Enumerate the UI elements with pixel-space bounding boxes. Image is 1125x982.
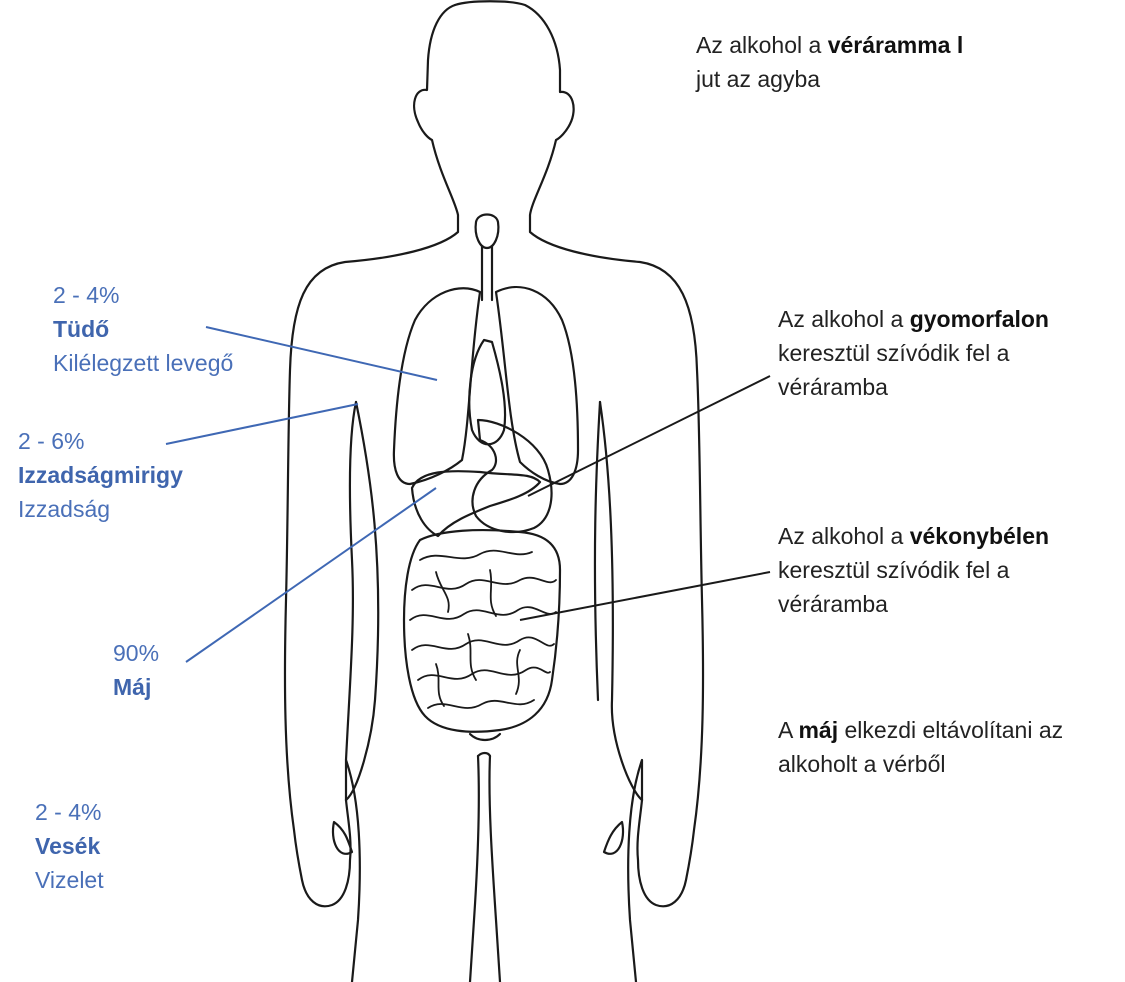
liver-pointer — [186, 488, 436, 662]
sweat-output: Izzadság — [18, 492, 183, 526]
body-outline-right — [455, 1, 703, 982]
right-lung — [496, 287, 578, 484]
stomach-note-pre: Az alkohol a — [778, 306, 910, 332]
blood-note: Az alkohol a véráramma l jut az agyba — [696, 28, 963, 96]
liver — [412, 471, 540, 536]
heart — [469, 340, 505, 444]
trachea — [476, 215, 499, 249]
liver-note: A máj elkezdi eltávolítani az alkoholt a… — [778, 713, 1063, 781]
lungs-output: Kilélegzett levegő — [53, 346, 233, 380]
stomach-note: Az alkohol a gyomorfalon keresztül szívó… — [778, 302, 1049, 404]
lungs-percent: 2 - 4% — [53, 278, 233, 312]
intestine-note-pre: Az alkohol a — [778, 523, 910, 549]
intestine-note-bold: vékonybélen — [910, 523, 1049, 549]
liver-label: 90% Máj — [113, 636, 159, 704]
blood-note-pre: Az alkohol a — [696, 32, 828, 58]
intestine-outline — [404, 530, 560, 732]
right-hand — [604, 822, 623, 854]
liver-note-pre: A — [778, 717, 798, 743]
kidneys-percent: 2 - 4% — [35, 795, 104, 829]
esophagus — [482, 246, 492, 300]
sweat-organ: Izzadságmirigy — [18, 458, 183, 492]
stomach-note-line2: keresztül szívódik fel a — [778, 336, 1049, 370]
intestine-note-line2: keresztül szívódik fel a — [778, 553, 1049, 587]
lungs-organ: Tüdő — [53, 312, 233, 346]
liver-note-line2: alkoholt a vérből — [778, 747, 1063, 781]
kidneys-output: Vizelet — [35, 863, 104, 897]
stomach-note-line3: véráramba — [778, 370, 1049, 404]
kidneys-organ: Vesék — [35, 829, 104, 863]
liver-organ: Máj — [113, 670, 159, 704]
crotch — [478, 753, 490, 756]
liver-percent: 90% — [113, 636, 159, 670]
leg-gap-2 — [489, 756, 500, 982]
blood-note-line2: jut az agyba — [696, 62, 963, 96]
liver-note-post: elkezdi eltávolítani az — [838, 717, 1063, 743]
stomach-pointer — [528, 376, 770, 496]
sweat-label: 2 - 6% Izzadságmirigy Izzadság — [18, 424, 183, 526]
sweat-pointer — [166, 404, 358, 444]
left-inner-arm-2 — [346, 402, 356, 760]
liver-note-bold: máj — [798, 717, 838, 743]
blood-note-bold: véráramma l — [828, 32, 964, 58]
stomach-note-bold: gyomorfalon — [910, 306, 1049, 332]
intestine-coils — [410, 551, 556, 708]
sweat-percent: 2 - 6% — [18, 424, 183, 458]
lungs-label: 2 - 4% Tüdő Kilélegzett levegő — [53, 278, 233, 380]
leg-gap — [470, 756, 479, 982]
kidneys-label: 2 - 4% Vesék Vizelet — [35, 795, 104, 897]
bladder — [470, 734, 500, 740]
intestine-note: Az alkohol a vékonybélen keresztül szívó… — [778, 519, 1049, 621]
lung-pointer — [206, 327, 437, 380]
intestine-pointer — [520, 572, 770, 620]
left-lung — [394, 288, 480, 484]
intestine-note-line3: véráramba — [778, 587, 1049, 621]
right-inner-arm-2 — [595, 402, 600, 700]
